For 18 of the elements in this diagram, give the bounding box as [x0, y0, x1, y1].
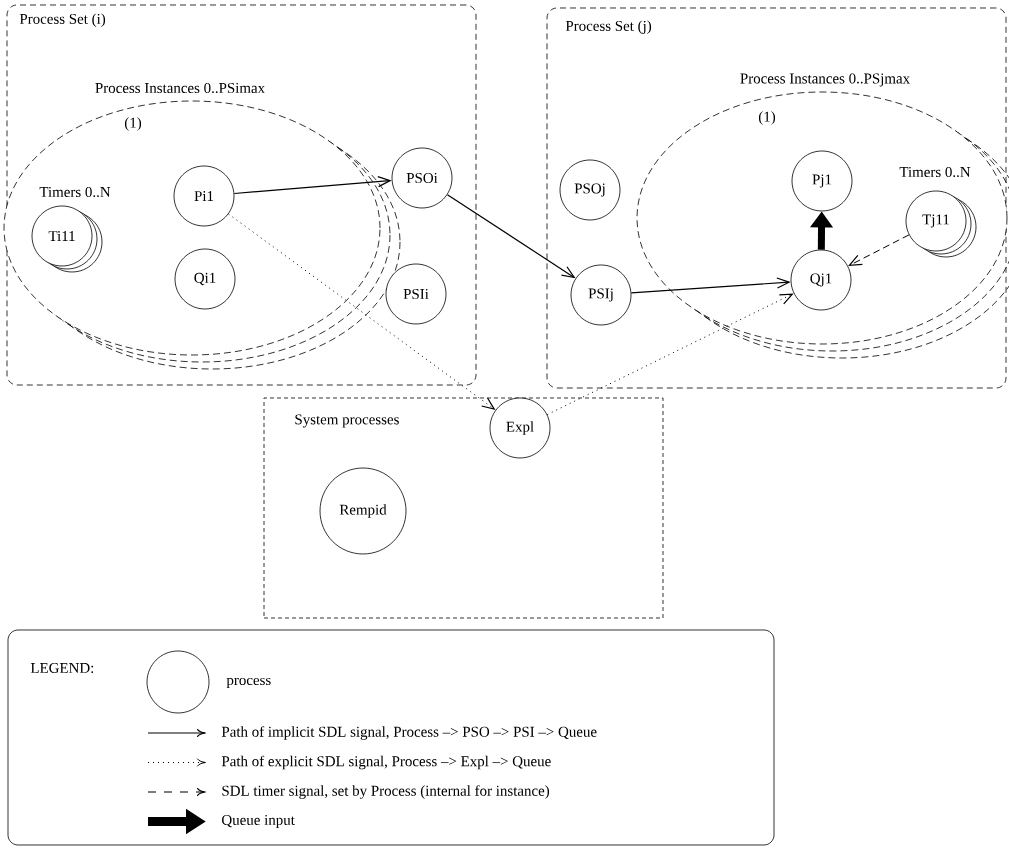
legend-text: SDL timer signal, set by Process (internal for instance) [222, 785, 550, 799]
arrow [630, 277, 791, 294]
node-label: Process Instances 0..PSimax [95, 82, 265, 94]
legend-text: Queue input [222, 814, 295, 829]
node-label: (1) [758, 111, 776, 125]
timers-label: Timers 0..N [39, 186, 111, 198]
node-label: Process Instances 0..PSjmax [740, 73, 910, 87]
legend-text: Path of explicit SDL signal, Process –> Expl –> Queue [221, 755, 551, 770]
arrow [546, 293, 794, 416]
timers-label: Timers 0..N [899, 166, 971, 178]
arrow [446, 194, 576, 279]
timer-circle-stack: Tj11 [905, 190, 977, 258]
legend-text: process [226, 677, 271, 689]
arrow [228, 213, 496, 410]
timer-circle-stack: Ti11 [31, 205, 103, 273]
arrow [848, 234, 910, 267]
legend-text: Path of implicit SDL signal, Process –> PSO –> PSI –> Queue [221, 726, 597, 740]
arrow [233, 176, 392, 195]
